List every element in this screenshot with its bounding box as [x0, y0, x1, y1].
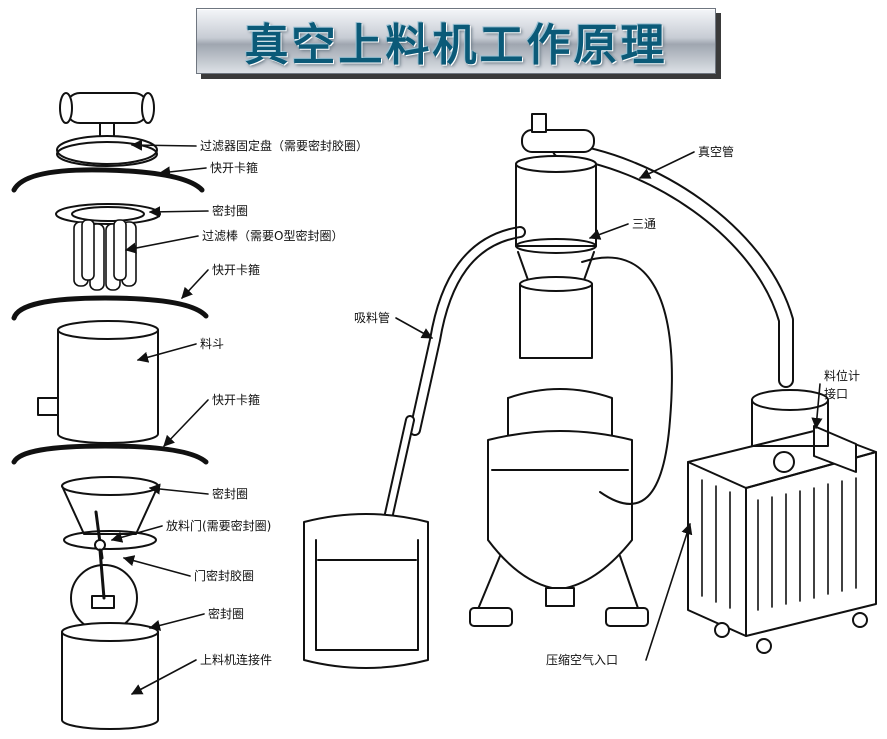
control-cabinet	[687, 389, 877, 654]
quick-clamp-1	[11, 167, 205, 193]
label-seal-ring-2: 密封圈	[212, 486, 248, 501]
page-title: 真空上料机工作原理	[244, 20, 668, 71]
exploded-view	[11, 92, 209, 730]
label-seal-ring-3: 密封圈	[208, 606, 244, 621]
label-quick-clamp-2: 快开卡箍	[212, 262, 260, 277]
label-tee: 三通	[632, 217, 656, 231]
label-vacuum-pipe: 真空管	[698, 144, 734, 159]
material-bucket	[303, 513, 429, 669]
label-filter-fixing-plate: 过滤器固定盘（需要密封胶圈）	[200, 138, 368, 153]
loader-head	[515, 113, 597, 359]
label-quick-clamp-3: 快开卡箍	[212, 392, 260, 407]
quick-clamp-2	[11, 295, 209, 321]
loader-connector	[61, 622, 159, 730]
filter-fixing-plate	[56, 92, 158, 167]
label-quick-clamp-1: 快开卡箍	[210, 160, 258, 175]
assembled-view	[303, 113, 877, 669]
label-compressed-air-inlet: 压缩空气入口	[546, 652, 618, 667]
storage-tank	[469, 388, 649, 627]
label-level-sensor-line1: 料位计	[824, 368, 860, 383]
compressed-air-hose	[581, 256, 673, 505]
quick-clamp-3	[11, 443, 209, 465]
label-hopper: 料斗	[200, 337, 224, 351]
label-seal-ring-1: 密封圈	[212, 203, 248, 218]
hopper	[37, 320, 159, 444]
label-suction-pipe: 吸料管	[354, 310, 390, 325]
leader-lines	[110, 139, 823, 695]
label-door-seal: 门密封胶圈	[194, 568, 254, 583]
label-level-sensor-line2: 接口	[824, 386, 848, 401]
filter-element	[55, 203, 161, 291]
title-banner: 真空上料机工作原理	[196, 8, 716, 74]
discharge-door	[70, 510, 138, 632]
discharge-cone	[61, 476, 159, 550]
label-loader-connector: 上料机连接件	[200, 652, 272, 667]
labels: 过滤器固定盘（需要密封胶圈） 快开卡箍 密封圈 过滤棒（需要O型密封圈） 快开卡…	[166, 138, 860, 667]
label-filter-element: 过滤棒（需要O型密封圈）	[202, 228, 343, 243]
label-discharge-door: 放料门(需要密封圈)	[166, 518, 271, 533]
vacuum-pipe	[552, 142, 794, 388]
